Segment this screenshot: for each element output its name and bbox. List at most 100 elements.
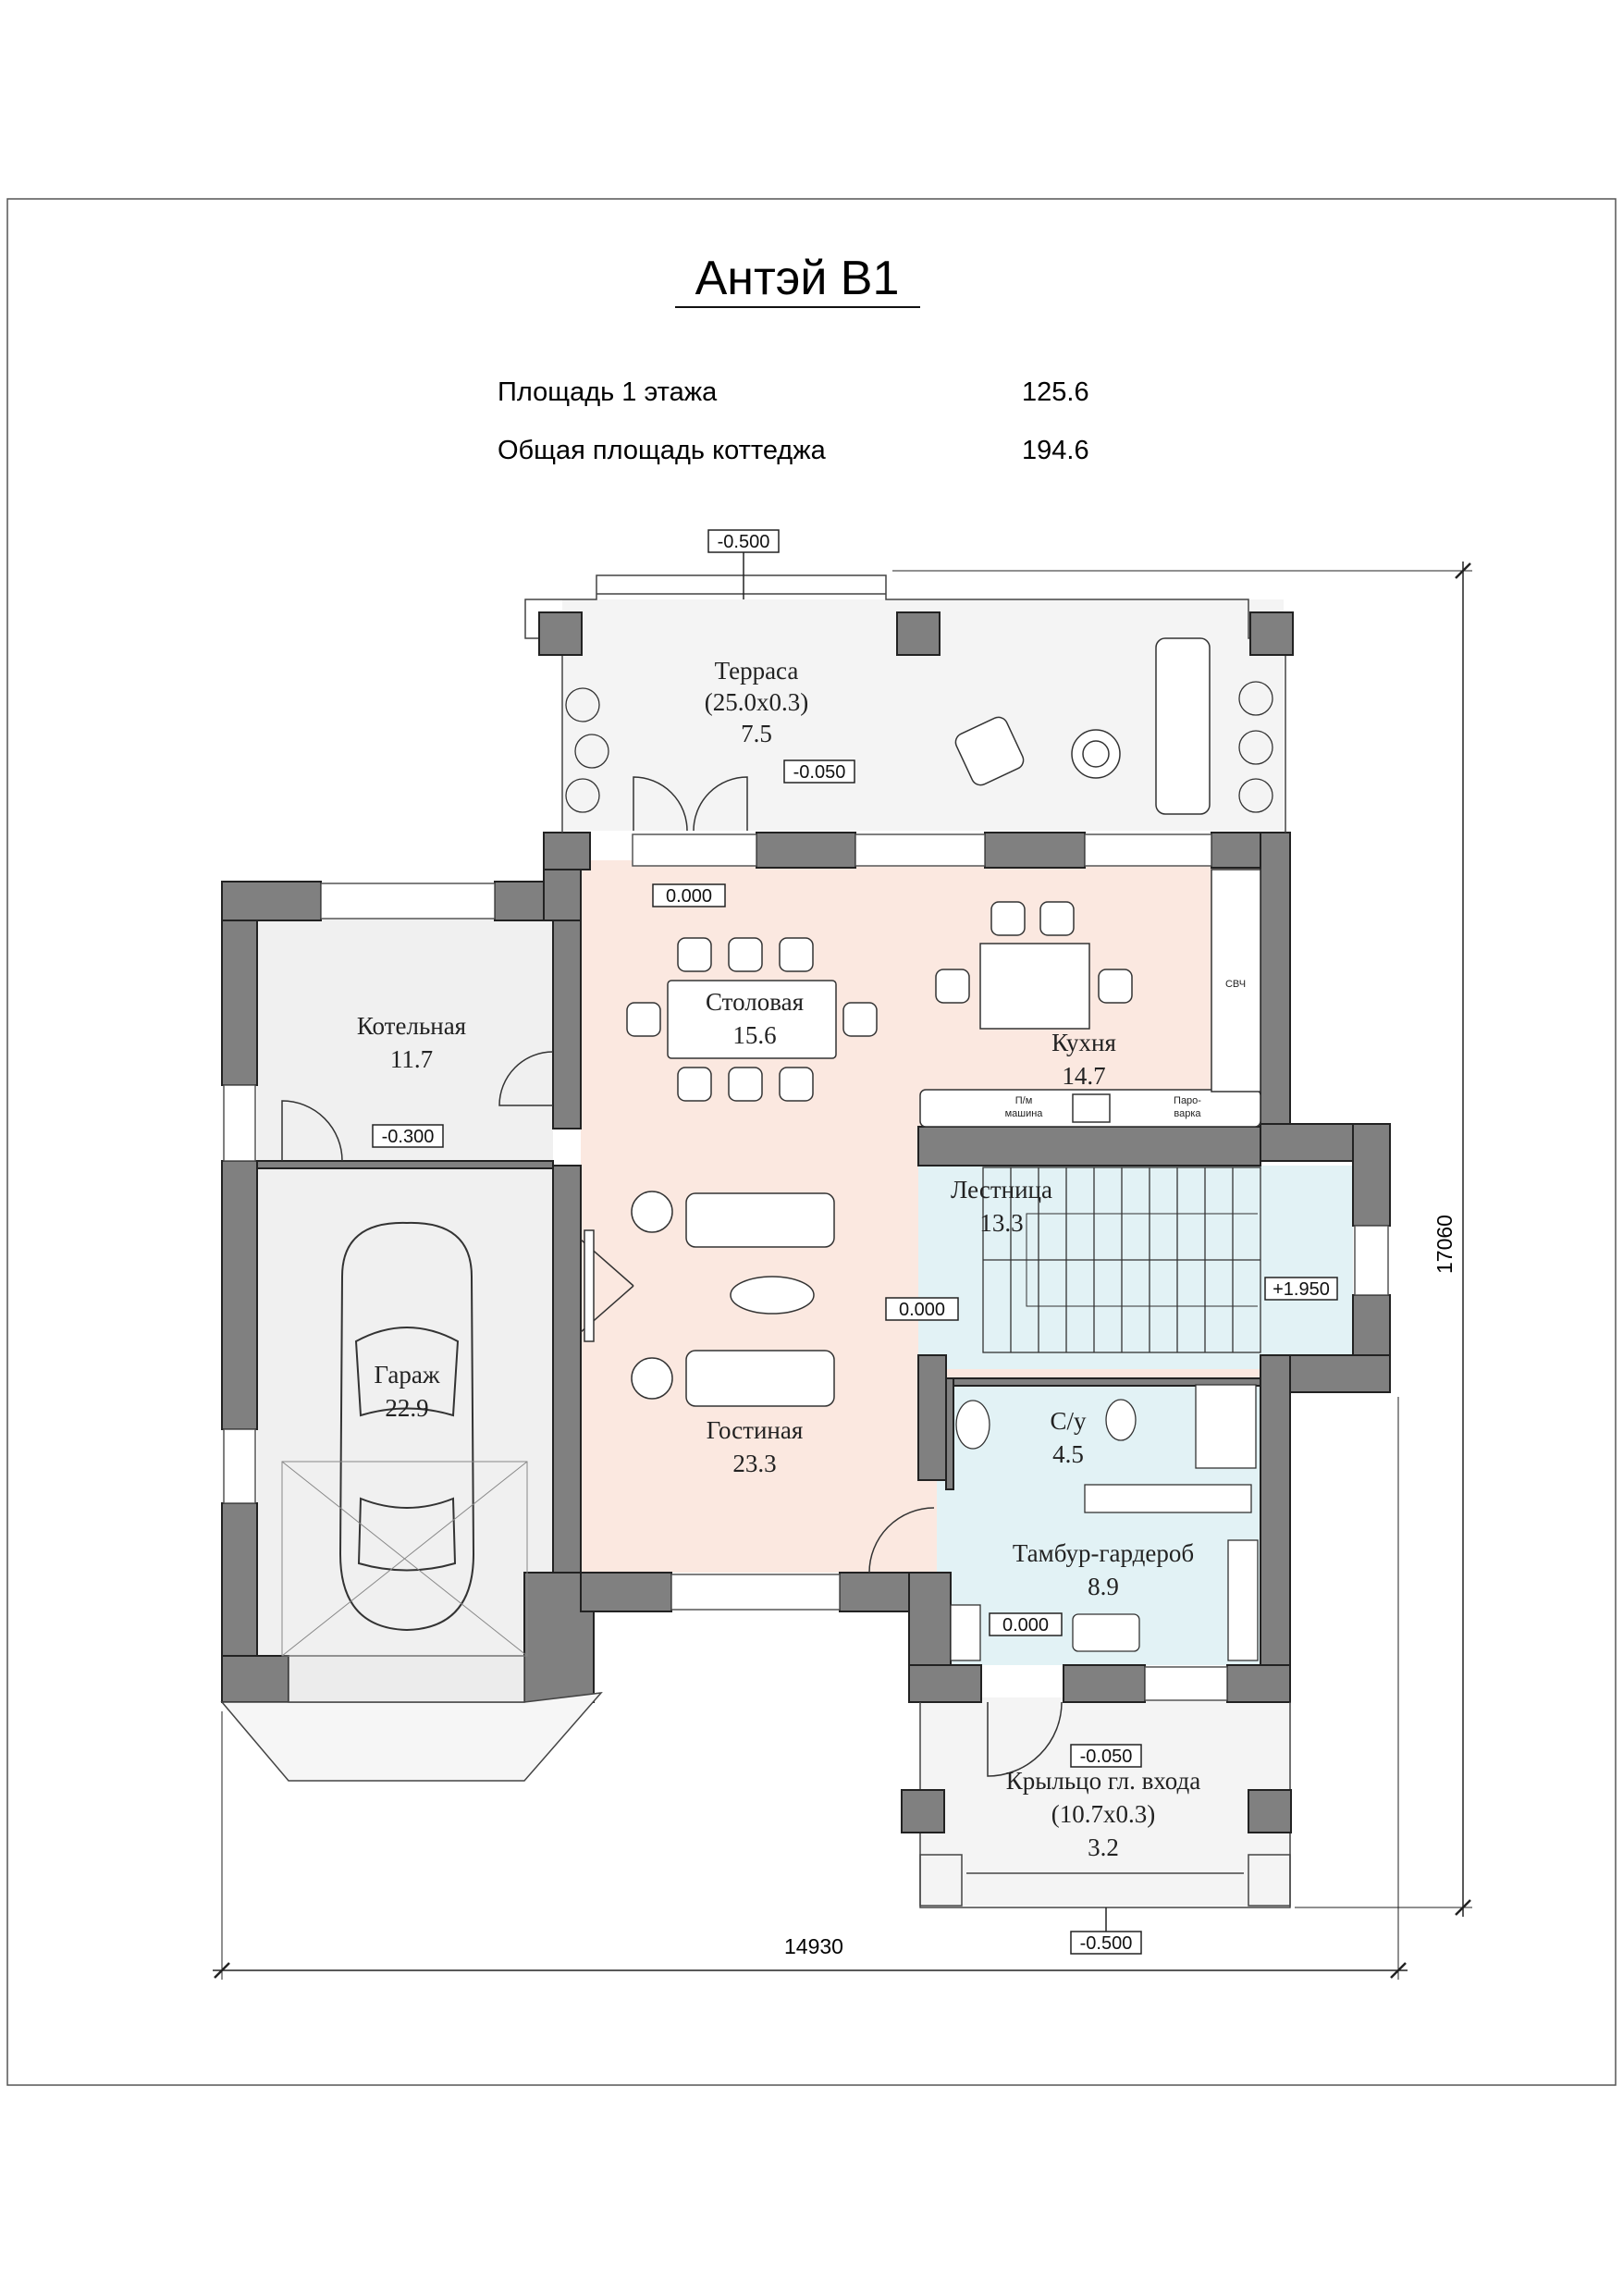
wall-segment [917, 1354, 947, 1481]
window [223, 1428, 256, 1504]
entrance-door [987, 1701, 1063, 1777]
chair [1098, 969, 1133, 1004]
level-mark-box [1070, 1931, 1142, 1955]
column [1249, 611, 1294, 656]
chair [728, 1067, 763, 1102]
staircase [982, 1167, 1261, 1353]
plant-icon [1238, 778, 1273, 813]
room-stairs-name: Лестница [951, 1176, 1052, 1204]
sink [1072, 1093, 1111, 1123]
microwave-label: СВЧ [1225, 979, 1246, 990]
kitchen-side-counter [1211, 869, 1261, 1092]
doormat [1072, 1613, 1140, 1652]
area-floor1-label: Площадь 1 этажа [498, 377, 718, 407]
dimension-tick [1455, 1899, 1471, 1916]
room-vestibule-area: 8.9 [1088, 1573, 1119, 1600]
level-stairs-left: 0.000 [899, 1300, 945, 1320]
chair [990, 901, 1026, 936]
garage-floor [257, 916, 553, 1656]
armchair [954, 716, 1025, 786]
room-boiler-area: 11.7 [390, 1045, 433, 1073]
column [901, 1789, 945, 1833]
car-body [338, 1221, 475, 1632]
stairs-floor [918, 1166, 1353, 1369]
pit-cross [281, 1461, 528, 1657]
porch-columns [901, 1789, 1292, 1833]
terrace-sofa [1155, 637, 1211, 815]
room-kitchen-area: 14.7 [1062, 1062, 1105, 1090]
plant-icon [1238, 681, 1273, 716]
window [1084, 833, 1212, 867]
toilet-icon [1105, 1399, 1137, 1441]
walls [221, 832, 1391, 1703]
room-wc-area: 4.5 [1052, 1440, 1084, 1468]
wall-segment [945, 1377, 954, 1490]
dining-furniture [626, 937, 878, 1102]
wall-segment [1063, 1664, 1146, 1703]
terrace-columns [538, 611, 1294, 656]
level-mark-box [989, 1612, 1063, 1636]
chair [728, 937, 763, 972]
wall-segment [1260, 832, 1291, 1125]
area-total-label: Общая площадь коттеджа [498, 436, 827, 465]
garage-pit [281, 1461, 528, 1657]
room-terrace-name: Терраса [715, 657, 799, 685]
wall-segment [908, 1664, 982, 1703]
level-mark-box [707, 529, 780, 553]
window [670, 1574, 841, 1611]
wall-segment [221, 1160, 258, 1430]
dimension-tick [214, 1962, 230, 1979]
area-total-value: 194.6 [1022, 436, 1089, 465]
washer-label-1: П/м [1015, 1095, 1033, 1106]
boiler-door [281, 1100, 343, 1162]
dimension-tick [1455, 562, 1471, 579]
wall-segment [756, 832, 856, 869]
room-kitchen-name: Кухня [1051, 1029, 1116, 1056]
level-vestibule: 0.000 [1002, 1615, 1049, 1636]
level-boiler: -0.300 [382, 1127, 435, 1147]
chair [779, 1067, 814, 1102]
car-rear-window [357, 1497, 457, 1572]
terrace-door-left [633, 776, 688, 832]
window [632, 833, 757, 867]
room-terrace-area: 7.5 [741, 720, 772, 747]
level-dining: 0.000 [666, 886, 712, 907]
level-mark-box [652, 883, 726, 907]
chair [677, 937, 712, 972]
wall-segment [543, 832, 591, 870]
column [896, 611, 941, 656]
boiler-side-door [498, 1051, 554, 1106]
chair [935, 969, 970, 1004]
dining-table [667, 980, 837, 1059]
window [1144, 1666, 1228, 1701]
cabinet [1227, 1539, 1259, 1661]
chair [677, 1067, 712, 1102]
area-floor1-value: 125.6 [1022, 377, 1089, 407]
oven-label-2: варка [1174, 1108, 1201, 1119]
plant-icon [1238, 730, 1273, 765]
sheet-frame [6, 198, 1617, 2086]
car-icon [338, 1221, 475, 1632]
plan-title: Антэй В1 [695, 252, 900, 305]
porch-pedestal [1248, 1854, 1291, 1907]
side-table [631, 1357, 673, 1400]
wall-segment [1352, 1123, 1391, 1227]
wall-segment [552, 920, 582, 1129]
chair [1039, 901, 1075, 936]
room-labels: Терраса (25.0x0.3) 7.5 Котельная 11.7 Ст… [357, 657, 1200, 1861]
room-dining-area: 15.6 [732, 1021, 776, 1049]
level-porch: -0.050 [1080, 1747, 1133, 1767]
room-porch-name: Крыльцо гл. входа [1006, 1767, 1200, 1795]
room-dining-name: Столовая [706, 988, 804, 1016]
room-boiler-name: Котельная [357, 1012, 466, 1040]
porch-floor [920, 1697, 1290, 1906]
wall-segment [984, 832, 1086, 869]
level-porch-bottom: -0.500 [1080, 1933, 1133, 1954]
garage-apron [220, 1692, 603, 1782]
window [855, 833, 986, 867]
room-vestibule-name: Тамбур-гардероб [1013, 1539, 1194, 1567]
column [538, 611, 583, 656]
oven-label-1: Паро- [1174, 1095, 1201, 1106]
window [320, 883, 496, 920]
room-living-area: 23.3 [732, 1450, 776, 1477]
